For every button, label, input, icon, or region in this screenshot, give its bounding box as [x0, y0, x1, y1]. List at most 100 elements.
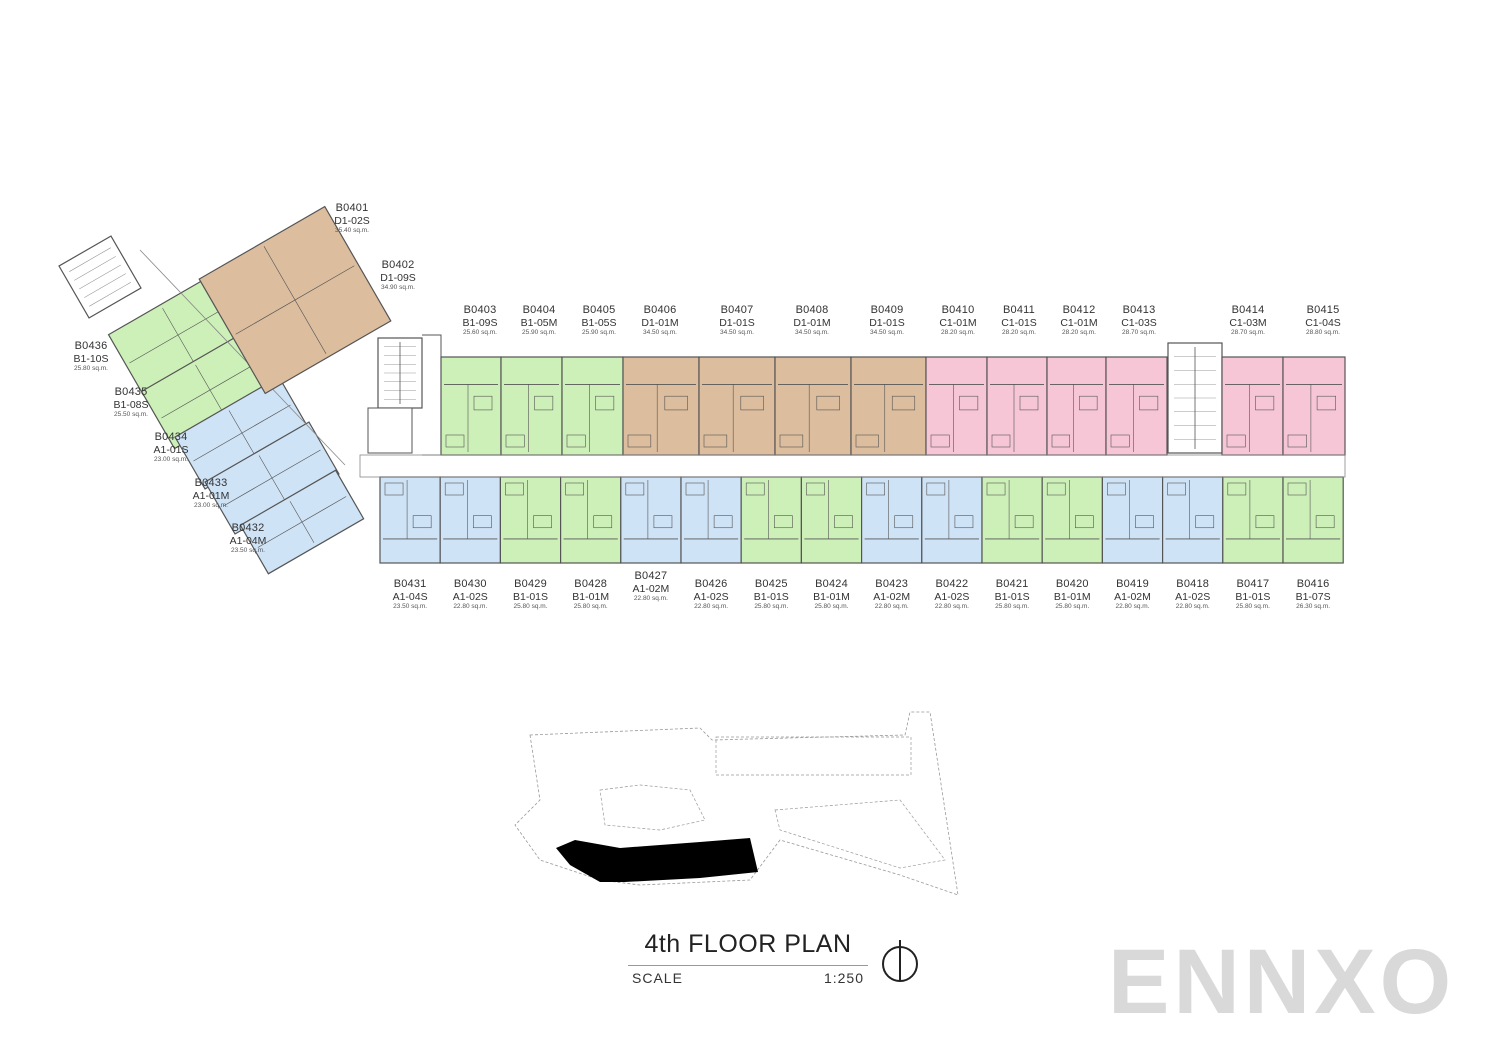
unit-b0432: [239, 469, 365, 575]
site-building-outline: [715, 736, 912, 776]
unit-b0417: [1222, 476, 1284, 564]
unit-b0421: [981, 476, 1043, 564]
unit-area: 28.70 sq.m.: [1231, 328, 1265, 336]
stair-core-west: [377, 337, 423, 409]
unit-b0427: [620, 476, 682, 564]
unit-type: C1-03M: [1229, 316, 1267, 329]
unit-code: B0431: [393, 578, 427, 590]
unit-area: 25.80 sq.m.: [814, 602, 849, 610]
unit-fill: [1046, 356, 1107, 456]
corridor: [359, 454, 1346, 478]
unit-code: B0417: [1236, 578, 1270, 590]
unit-code: B0415: [1306, 304, 1340, 316]
unit-code: B0424: [815, 578, 848, 590]
unit-type: B1-01S: [1235, 590, 1271, 603]
unit-type: B1-01M: [813, 590, 850, 603]
corridor-link: [422, 334, 442, 456]
unit-b0404: [500, 356, 563, 456]
unit-type: B1-01S: [994, 590, 1030, 603]
unit-fill: [1101, 476, 1164, 564]
unit-code: B0427: [634, 570, 668, 582]
unit-type: A1-04S: [392, 590, 428, 603]
unit-code: B0434: [154, 431, 188, 443]
scale-label: SCALE: [632, 970, 683, 986]
unit-area: 22.80 sq.m.: [453, 602, 488, 610]
scale-row: SCALE 1:250: [628, 970, 868, 986]
unit-area: 34.90 sq.m.: [381, 283, 415, 291]
plan-title: 4th FLOOR PLAN: [644, 930, 852, 958]
unit-type: B1-01M: [572, 590, 610, 603]
unit-area: 25.80 sq.m.: [1235, 602, 1270, 610]
unit-fill: [622, 356, 700, 456]
current-building-highlight: [556, 838, 758, 882]
north-arrow-icon: [882, 940, 918, 982]
unit-fill: [860, 476, 923, 564]
unit-area: 25.80 sq.m.: [995, 602, 1030, 610]
unit-code: B0405: [582, 304, 616, 316]
unit-code: B0419: [1116, 578, 1149, 590]
unit-code: B0413: [1122, 304, 1156, 316]
unit-type: A1-02S: [693, 590, 729, 603]
unit-code: B0402: [381, 259, 415, 271]
title-divider: [628, 965, 868, 966]
unit-b0409: [850, 356, 927, 456]
unit-b0431: [379, 476, 441, 564]
unit-b0419: [1101, 476, 1164, 564]
unit-b0408: [774, 356, 852, 456]
unit-fill: [774, 356, 852, 456]
unit-area: 22.80 sq.m.: [633, 594, 668, 602]
unit-b0412: [1046, 356, 1107, 456]
unit-code: B0401: [335, 202, 369, 214]
unit-code: B0430: [453, 578, 487, 590]
unit-b0430: [439, 476, 502, 564]
unit-code: B0435: [114, 386, 148, 398]
unit-b0423: [860, 476, 923, 564]
unit-area: 25.80 sq.m.: [513, 602, 548, 610]
unit-type: A1-02M: [1114, 590, 1151, 603]
unit-b0429: [499, 476, 562, 564]
unit-fill: [800, 476, 863, 564]
unit-fill: [561, 356, 624, 456]
unit-area: 22.80 sq.m.: [934, 602, 969, 610]
unit-type: A1-02M: [632, 582, 670, 595]
unit-b0428: [559, 476, 622, 564]
unit-code: B0426: [694, 578, 728, 590]
unit-area: 28.20 sq.m.: [1062, 328, 1096, 336]
unit-fill: [925, 356, 988, 456]
unit-type: B1-01S: [753, 590, 789, 603]
unit-type: B1-10S: [73, 352, 109, 365]
unit-b0407: [698, 356, 776, 456]
unit-area: 22.80 sq.m.: [1115, 602, 1150, 610]
unit-area: 25.90 sq.m.: [582, 328, 616, 336]
unit-fill: [1221, 356, 1284, 456]
unit-type: A1-02S: [452, 590, 488, 603]
unit-b0403: [440, 356, 502, 456]
unit-code: B0407: [720, 304, 754, 316]
unit-b0418: [1161, 476, 1224, 564]
unit-code: B0411: [1003, 304, 1035, 316]
unit-fill: [698, 356, 776, 456]
unit-type: C1-01S: [1001, 316, 1037, 329]
unit-fill: [981, 476, 1043, 564]
title-block: 4th FLOOR PLAN SCALE 1:250: [628, 930, 868, 986]
unit-area: 28.20 sq.m.: [1002, 328, 1036, 336]
unit-type: B1-05M: [520, 316, 558, 329]
stair-core-east: [1167, 342, 1223, 454]
unit-b0410: [925, 356, 988, 456]
site-boundary: [514, 711, 959, 896]
unit-type: D1-01S: [719, 316, 755, 329]
unit-area: 25.50 sq.m.: [114, 410, 148, 418]
unit-code: B0425: [754, 578, 788, 590]
